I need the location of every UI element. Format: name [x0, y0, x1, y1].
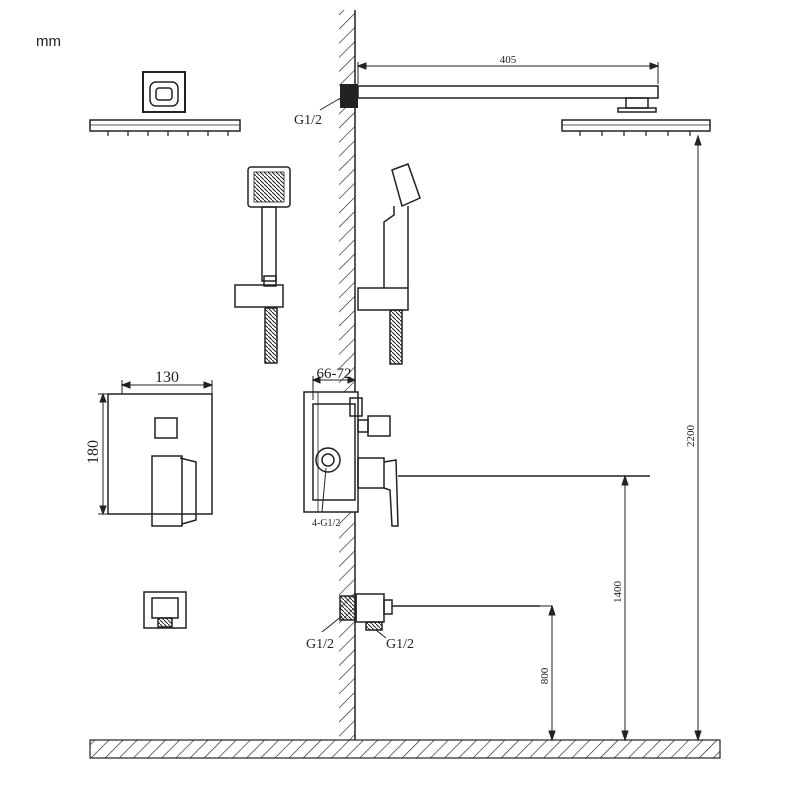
panel-height-dimension: [98, 392, 110, 516]
valve-body-side-view: [303, 391, 650, 527]
wall-outlet-side-view: [339, 593, 540, 631]
valve-height-label: 1400: [612, 581, 624, 604]
wall-depth-label: 66-72: [317, 366, 352, 382]
unit-label: mm: [36, 33, 61, 50]
valve-height-dimension: [621, 474, 629, 742]
wall-depth-dimension: [311, 376, 357, 400]
shower-arm-side-view: [340, 84, 711, 136]
arm-thread-label: G1/2: [294, 113, 322, 128]
overhead-shower-front-view: [89, 71, 241, 136]
outlet-thread-right-label: G1/2: [386, 637, 414, 652]
valve-trim-front-view: [107, 393, 213, 527]
panel-width-label: 130: [155, 369, 179, 386]
outlet-height-dimension: [540, 604, 556, 742]
floor: [89, 739, 721, 759]
valve-thread-label: 4-G1/2: [312, 518, 340, 529]
panel-height-label: 180: [85, 440, 102, 464]
outlet-height-label: 800: [539, 667, 551, 684]
hand-shower-side-view: [357, 163, 421, 365]
hand-shower-front-view: [234, 166, 291, 364]
panel-width-dimension: [120, 380, 214, 394]
outlet-thread-left-label: G1/2: [306, 637, 334, 652]
wall-outlet-front-view: [143, 591, 187, 629]
head-height-label: 2200: [685, 425, 697, 448]
arm-length-dimension: [356, 62, 660, 84]
head-height-dimension: [694, 134, 702, 742]
arm-length-label: 405: [500, 54, 517, 66]
